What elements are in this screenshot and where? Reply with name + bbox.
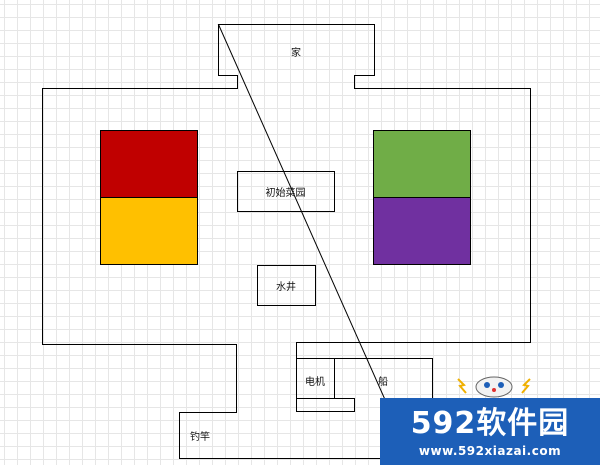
motor-label: 电机 xyxy=(305,376,325,388)
main-outline xyxy=(42,24,383,459)
starter-garden-label: 初始菜园 xyxy=(265,187,306,199)
plot-green xyxy=(373,130,471,198)
dock-step xyxy=(296,358,355,412)
plot-yellow xyxy=(100,197,198,265)
plot-red xyxy=(100,130,198,198)
mascot-icon xyxy=(457,376,531,398)
watermark-url: www.592xiazai.com xyxy=(418,444,562,458)
home-label: 家 xyxy=(291,47,301,59)
fishing-rod-label: 钓竿 xyxy=(190,431,210,443)
well-box xyxy=(257,265,316,306)
plot-purple xyxy=(373,197,471,265)
watermark-banner: 592软件园 www.592xiazai.com xyxy=(380,398,600,465)
well-label: 水井 xyxy=(276,281,296,293)
boat-label: 船 xyxy=(378,376,388,388)
starter-garden-box xyxy=(237,171,335,212)
watermark-title: 592软件园 xyxy=(410,406,570,441)
